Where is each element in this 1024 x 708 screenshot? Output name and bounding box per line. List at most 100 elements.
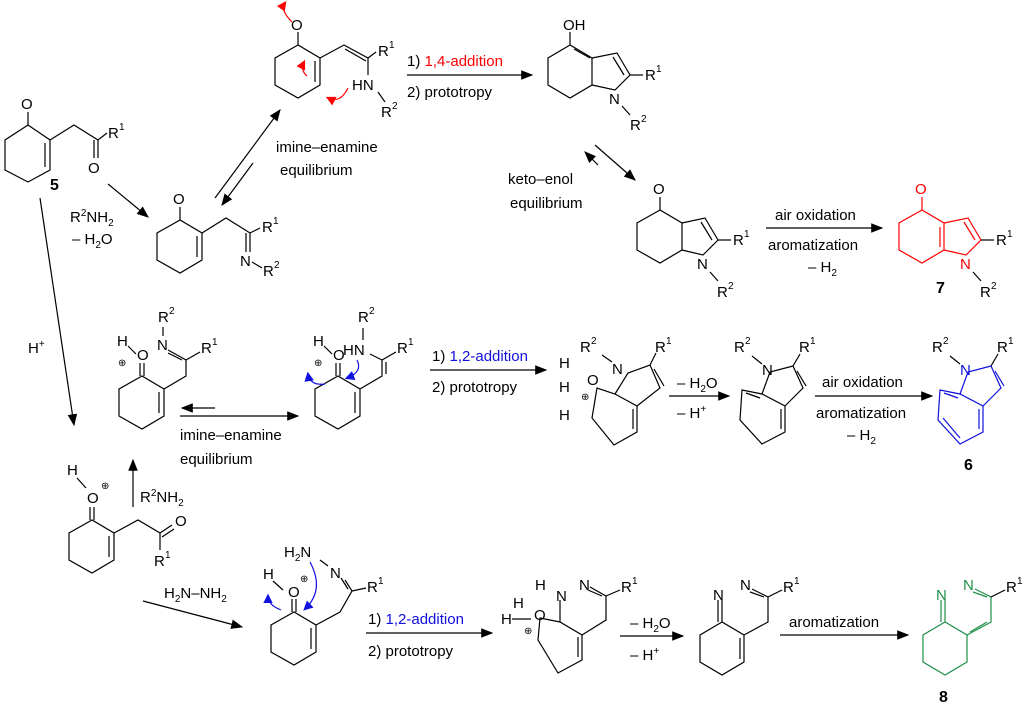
atom-label: R — [645, 67, 656, 84]
condition-equilibrium: equilibrium — [280, 162, 353, 179]
superscript: 2 — [943, 336, 949, 347]
atom-label: N — [762, 362, 773, 379]
keto-indoline-structure: O R 1 N R 2 — [636, 181, 750, 301]
condition-aromatization-bottom: aromatization — [789, 614, 879, 631]
charge-plus: ⊕ — [118, 358, 126, 369]
electron-push-arrow — [263, 593, 282, 611]
condition-minus-h2: – H2 — [808, 259, 837, 279]
atom-label: R — [154, 553, 165, 570]
compound-8-structure: N N R 1 — [922, 576, 1023, 676]
condition-12-addition: 1) 1,2-addition — [432, 348, 528, 365]
atom-label: R — [996, 232, 1007, 249]
superscript: 1 — [212, 337, 218, 348]
atom-label: N — [740, 577, 751, 594]
atom-label: R — [263, 263, 274, 280]
compound-6-structure: N R 2 R 1 — [932, 336, 1014, 445]
condition-aromatization-mid: aromatization — [816, 405, 906, 422]
atom-label: N — [612, 361, 623, 378]
charge-plus: ⊕ — [300, 574, 308, 585]
condition-prototropy-mid: 2) prototropy — [432, 379, 518, 396]
atom-label: N — [963, 577, 974, 594]
superscript: 1 — [810, 336, 816, 347]
condition-keto-enol: keto–enol — [508, 171, 573, 188]
atom-label: O — [288, 584, 300, 601]
atom-label: OH — [563, 17, 586, 34]
reaction-arrow — [107, 183, 149, 218]
compound-label-8: 8 — [939, 689, 948, 706]
atom-label: H — [559, 407, 570, 424]
electron-push-arrow — [276, 1, 293, 23]
charge-plus: ⊕ — [581, 392, 589, 403]
superscript: 2 — [274, 260, 280, 271]
superscript: 1 — [656, 64, 662, 75]
atom-label: R — [381, 104, 392, 121]
superscript: 1 — [119, 122, 125, 133]
superscript: 2 — [369, 306, 375, 317]
superscript: 2 — [991, 281, 997, 292]
atom-label: O — [21, 96, 33, 113]
atom-label: HN — [343, 342, 365, 359]
superscript: 2 — [591, 336, 597, 347]
equilibrium-arrow-forward — [594, 144, 636, 181]
atom-label: R — [158, 309, 169, 326]
superscript: 1 — [1007, 229, 1013, 240]
atom-label: R — [717, 284, 728, 301]
condition-equilibrium-mid: equilibrium — [180, 451, 253, 468]
superscript: 1 — [378, 576, 384, 587]
atom-label: N — [609, 91, 620, 108]
superscript: 1 — [165, 550, 171, 561]
condition-prototropy: 2) prototropy — [407, 84, 493, 101]
atom-label: H — [313, 333, 324, 350]
hemiaminal-intermediate-structure: N R 2 R 1 O H H H ⊕ — [559, 336, 672, 446]
atom-label: N — [556, 588, 567, 605]
superscript: 1 — [794, 576, 800, 587]
condition-equilibrium-2: equilibrium — [510, 195, 583, 212]
imine-intermediate-structure: O N R 1 R 2 — [156, 191, 280, 280]
compound-5-structure: O O R 1 — [4, 96, 125, 183]
superscript: 2 — [641, 114, 647, 125]
atom-label: R — [799, 339, 810, 356]
dihydroindole-structure: N R 2 R 1 — [734, 336, 816, 445]
atom-label: N — [936, 587, 947, 604]
atom-label: O — [653, 181, 665, 198]
charge-plus: ⊕ — [314, 358, 322, 369]
atom-label: H — [535, 577, 546, 594]
atom-label: R — [108, 125, 119, 142]
byproduct-water-bottom: – H2O — [630, 615, 671, 635]
condition-minus-h2-mid: – H2 — [847, 427, 876, 447]
atom-label: O — [291, 17, 303, 34]
superscript: 1 — [1017, 576, 1023, 587]
equilibrium-arrow-back — [584, 151, 599, 166]
atom-label: N — [697, 256, 708, 273]
reagent-r2nh2-lower: R2NH2 — [140, 488, 184, 509]
reagent-h-plus: H+ — [28, 339, 45, 357]
atom-label-h2n: H2N — [284, 544, 311, 564]
atom-label: R — [201, 340, 212, 357]
atom-label: R — [580, 339, 591, 356]
condition-prototropy-bottom: 2) prototropy — [368, 643, 454, 660]
atom-label: R — [630, 117, 641, 134]
byproduct-proton-bottom: – H+ — [630, 646, 659, 664]
atom-label: R — [262, 219, 273, 236]
atom-label: N — [960, 256, 971, 273]
compound-label-6: 6 — [964, 457, 973, 474]
electron-push-arrow — [303, 561, 317, 611]
atom-label: O — [333, 347, 345, 364]
superscript: 1 — [744, 229, 750, 240]
atom-label: N — [960, 362, 971, 379]
superscript: 1 — [389, 40, 395, 51]
protonated-imine-structure: O H ⊕ N R 2 R 1 — [117, 306, 218, 430]
reaction-arrow — [142, 600, 244, 629]
electron-push-arrow — [296, 59, 308, 77]
atom-label: H — [559, 355, 570, 372]
atom-label: O — [137, 347, 149, 364]
condition-12-addition-bottom: 1) 1,2-addition — [368, 611, 464, 628]
atom-label: H — [67, 462, 78, 479]
atom-label: R — [397, 340, 408, 357]
atom-label: R — [997, 339, 1008, 356]
superscript: 1 — [1008, 336, 1014, 347]
superscript: 1 — [408, 337, 414, 348]
atom-label: N — [713, 587, 724, 604]
reagent-hydrazine: H2N–NH2 — [164, 585, 227, 605]
atom-label: H — [513, 595, 524, 612]
